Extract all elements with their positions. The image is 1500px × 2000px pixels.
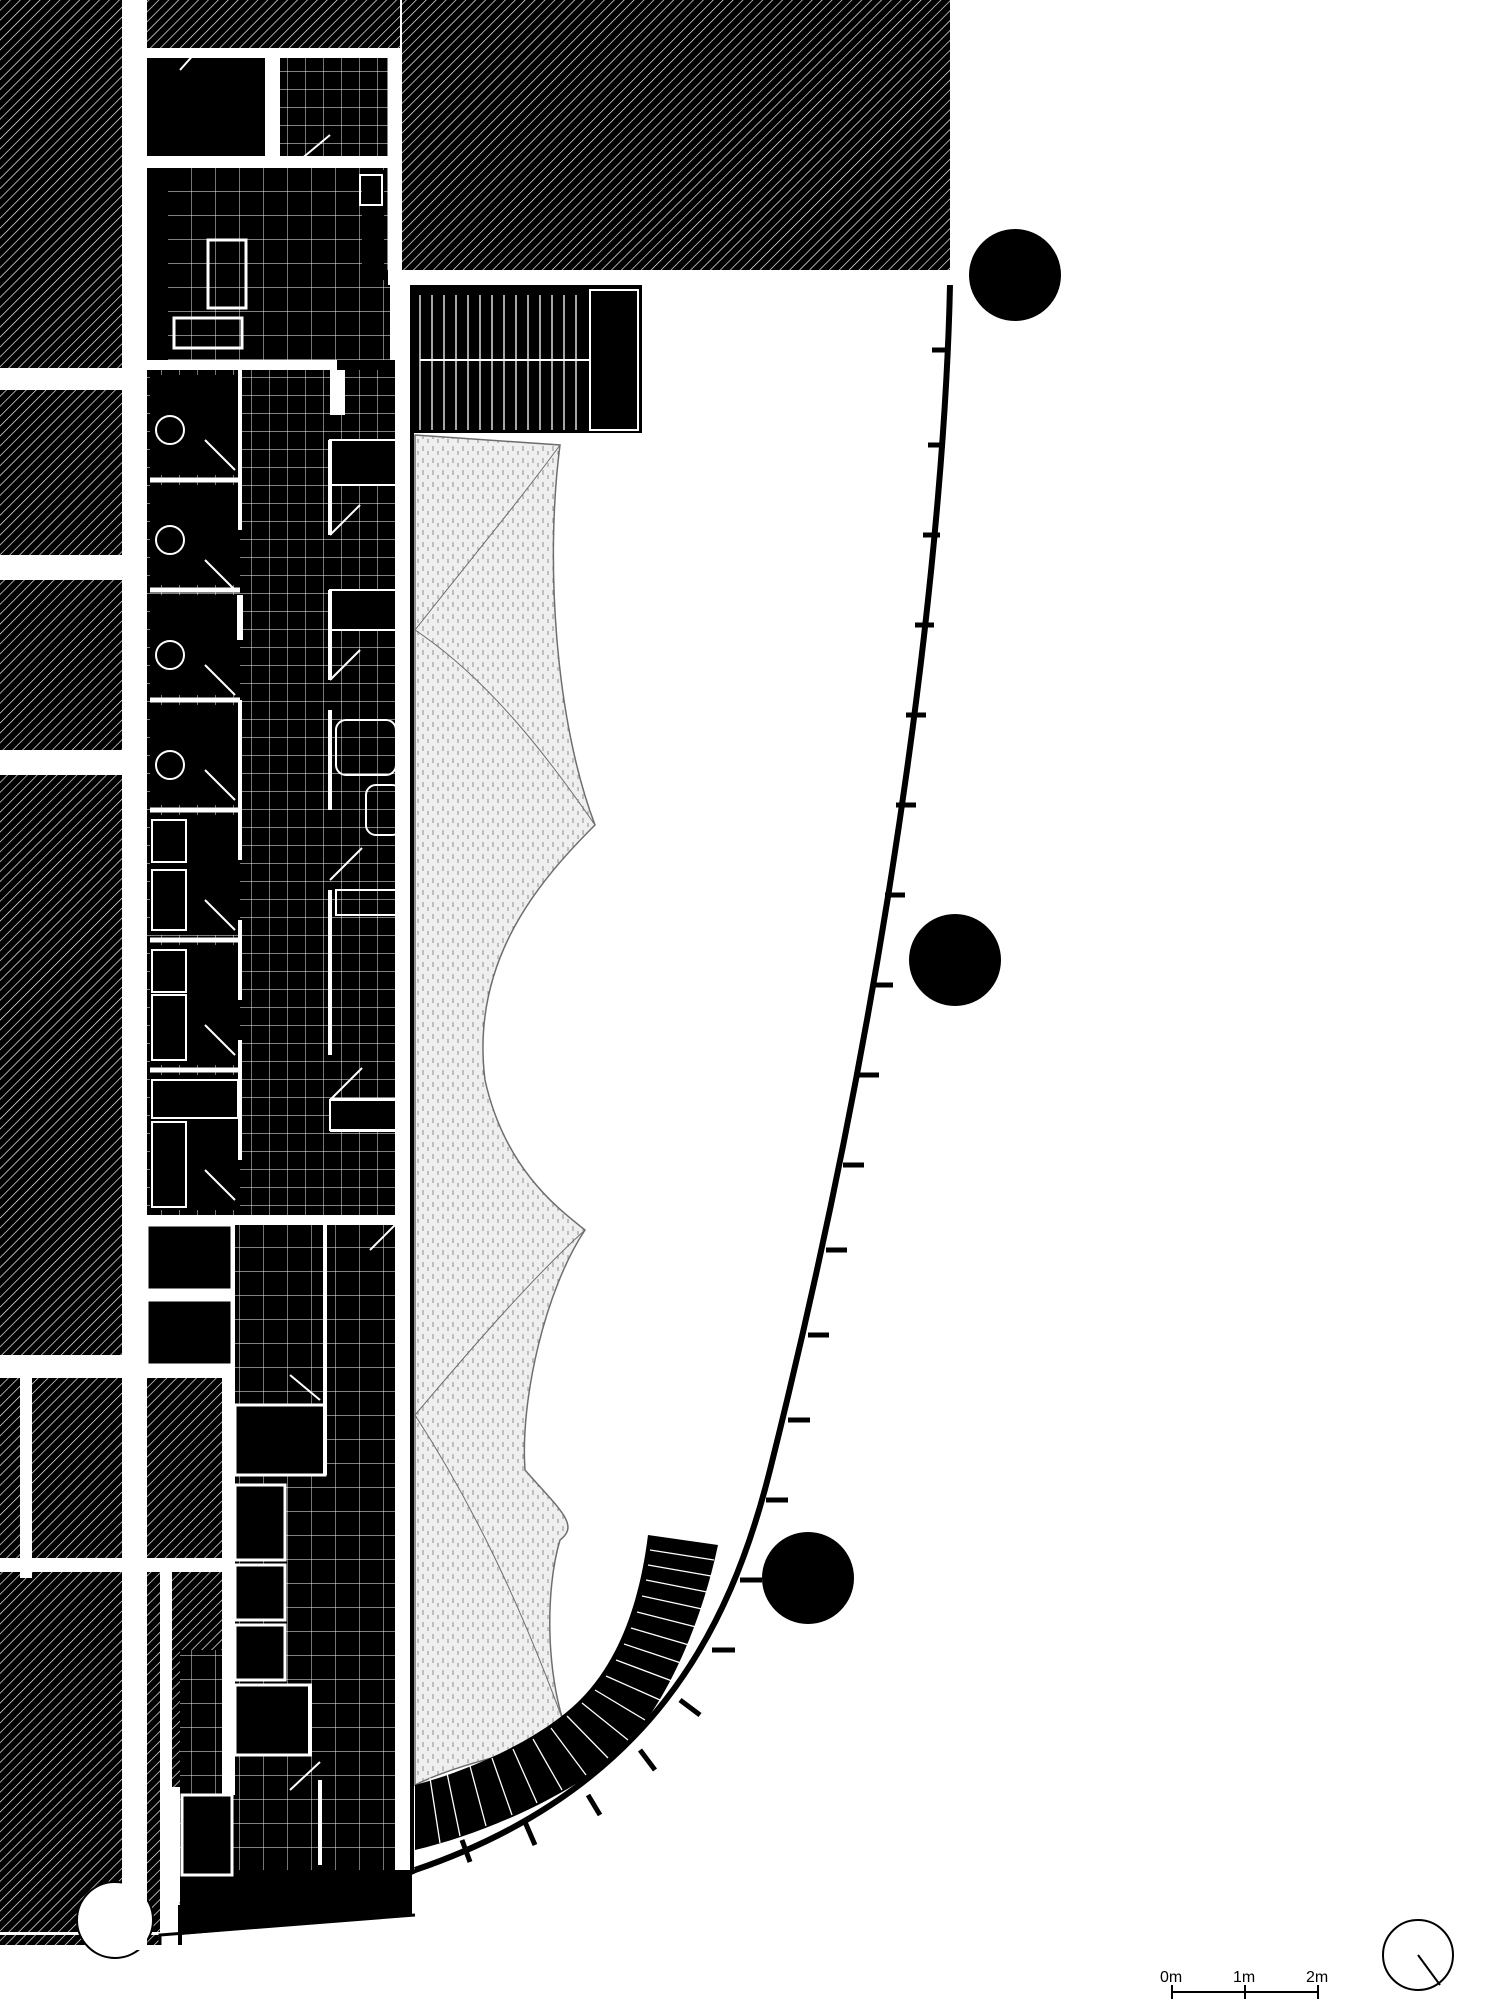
room-block [147, 168, 168, 360]
corridor-edge [410, 285, 414, 1870]
column [969, 229, 1061, 321]
north-arrow-icon [1382, 1919, 1454, 1991]
hatched-masses-left [0, 0, 222, 1945]
column [909, 914, 1001, 1006]
cubicles-left [150, 370, 243, 1210]
scale-bar: 0m 1m 2m [1160, 1969, 1328, 1999]
scale-label-1: 1m [1233, 1969, 1255, 1986]
hatched-mass [0, 775, 122, 1355]
scale-label-0: 0m [1160, 1969, 1182, 1986]
cubicles-right [328, 370, 406, 1251]
room-block [147, 58, 265, 158]
service-zone [145, 51, 642, 1935]
fixture [155, 415, 185, 445]
fixture [155, 525, 185, 555]
stair [415, 1535, 718, 1850]
hatched-mass-upper-left [145, 0, 400, 48]
scale-label-2: 2m [1306, 1969, 1328, 1986]
room-block [362, 170, 384, 280]
fixture [155, 750, 185, 780]
hatched-mass-upper [402, 0, 950, 270]
tiled-room [280, 58, 388, 158]
stair-treads [419, 289, 639, 431]
hatched-mass [0, 580, 122, 750]
mullions [459, 347, 948, 1863]
tensile-membrane [414, 434, 596, 1787]
fixture [359, 174, 383, 206]
fixture [155, 640, 185, 670]
hatched-mass [0, 390, 122, 555]
wall-strips [0, 0, 950, 1950]
fixture [172, 316, 244, 350]
fixture [206, 238, 248, 310]
hatched-mass [0, 0, 122, 368]
tiled-room [168, 168, 390, 360]
column [762, 1532, 854, 1624]
